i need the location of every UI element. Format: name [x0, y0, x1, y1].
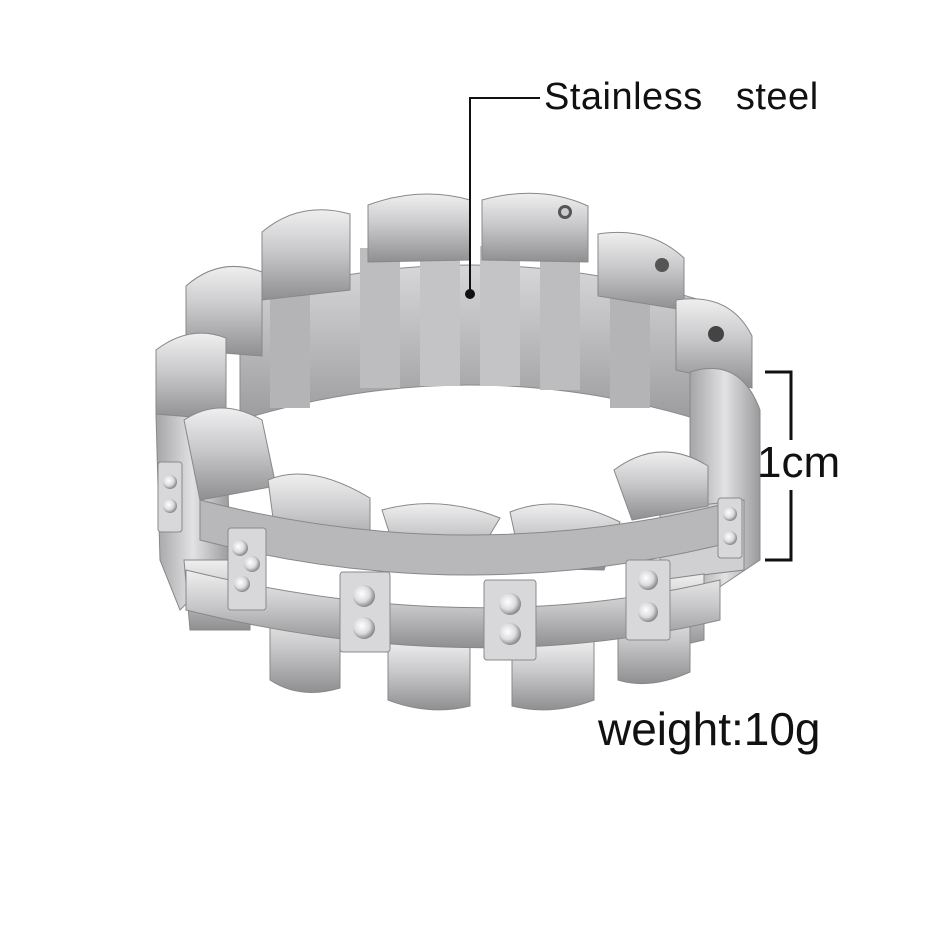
size-bracket [765, 370, 794, 562]
front-links [183, 407, 741, 711]
back-links [155, 192, 753, 421]
material-label: Stainless steel [544, 76, 819, 118]
inner-band [239, 246, 701, 421]
crystal-inlays [157, 461, 743, 661]
weight-label: weight:10g [598, 703, 821, 755]
material-callout-line [465, 97, 540, 299]
size-label: 1cm [757, 438, 841, 487]
